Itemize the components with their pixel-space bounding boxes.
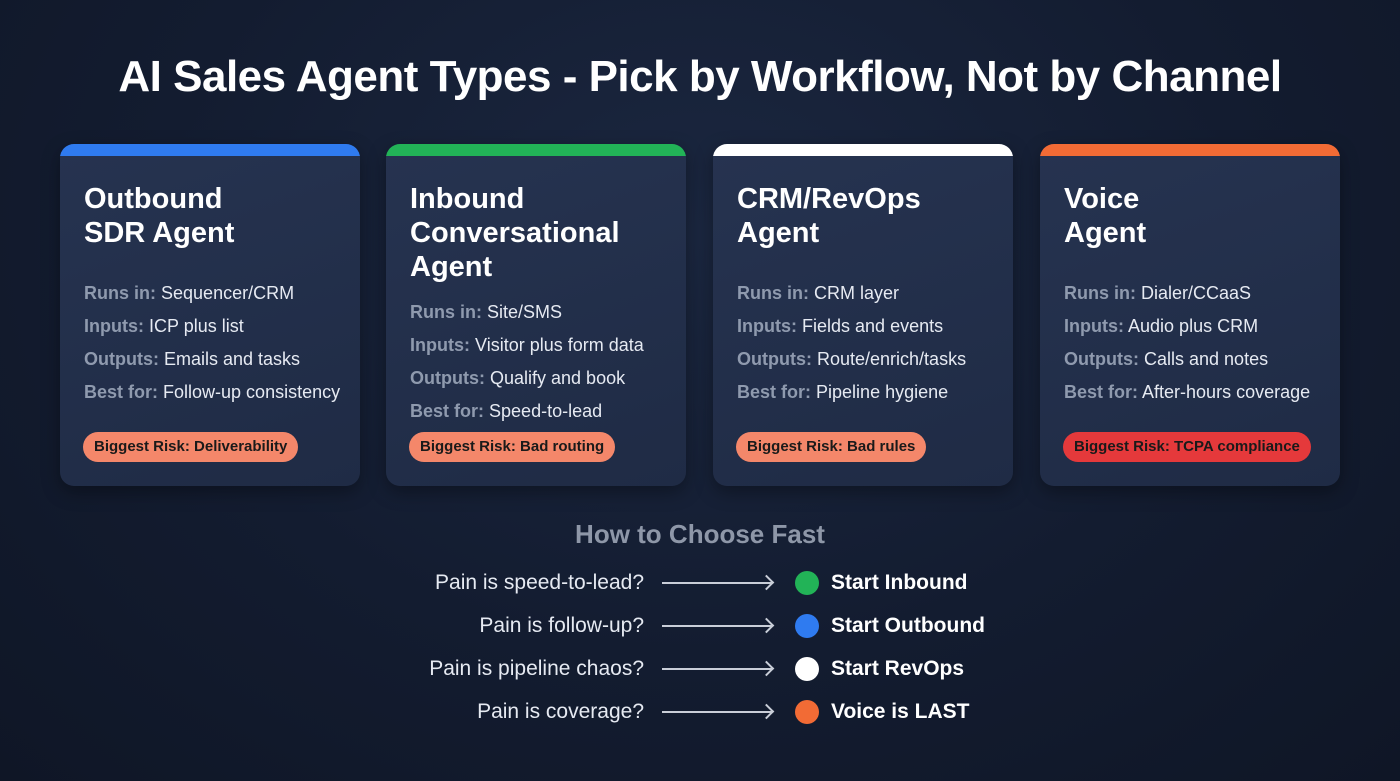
status-dot-icon [795,614,819,638]
recommendation: Start Inbound [831,571,968,594]
status-dot-icon [795,657,819,681]
choose-section-title: How to Choose Fast [575,519,825,549]
recommendation: Voice is LAST [831,700,970,723]
best-for-row: Best for: Pipeline hygiene [737,382,949,402]
accent-bar [1040,144,1340,156]
pain-question: Pain is follow-up? [479,614,644,637]
accent-bar [713,144,1013,156]
outputs-row: Outputs: Emails and tasks [84,349,301,369]
inputs-row: Inputs: ICP plus list [84,316,244,336]
pain-question: Pain is speed-to-lead? [435,571,644,594]
runs-in-row: Runs in: Sequencer/CRM [84,283,295,303]
risk-badge: Biggest Risk: TCPA compliance [1063,432,1311,462]
agent-card-inbound: Inbound Conversational Agent Runs in: Si… [386,144,686,486]
choice-row: Pain is speed-to-lead? Start Inbound [0,568,1400,598]
card-title: Inbound Conversational Agent [410,183,620,283]
page-title: AI Sales Agent Types - Pick by Workflow,… [118,52,1282,101]
status-dot-icon [795,700,819,724]
arrow-right-icon [662,711,772,713]
pain-question: Pain is coverage? [477,700,644,723]
risk-badge: Biggest Risk: Bad rules [736,432,927,462]
status-dot-icon [795,571,819,595]
accent-bar [386,144,686,156]
card-title: Outbound SDR Agent [84,183,235,249]
risk-badge: Biggest Risk: Deliverability [83,432,299,462]
arrow-right-icon [662,625,772,627]
outputs-row: Outputs: Qualify and book [410,368,626,388]
recommendation: Start Outbound [831,614,985,637]
choice-row: Pain is follow-up? Start Outbound [0,611,1400,641]
inputs-row: Inputs: Fields and events [737,316,944,336]
pain-question: Pain is pipeline chaos? [429,657,644,680]
inputs-row: Inputs: Visitor plus form data [410,335,644,355]
card-title: CRM/RevOps Agent [737,183,921,249]
risk-badge: Biggest Risk: Bad routing [409,432,616,462]
choice-row: Pain is coverage? Voice is LAST [0,697,1400,727]
arrow-right-icon [662,668,772,670]
best-for-row: Best for: After-hours coverage [1064,382,1311,402]
runs-in-row: Runs in: CRM layer [737,283,900,303]
agent-card-voice: Voice Agent Runs in: Dialer/CCaaS Inputs… [1040,144,1340,486]
best-for-row: Best for: Speed-to-lead [410,401,603,421]
choice-row: Pain is pipeline chaos? Start RevOps [0,654,1400,684]
runs-in-row: Runs in: Site/SMS [410,302,563,322]
best-for-row: Best for: Follow-up consistency [84,382,341,402]
agent-card-outbound: Outbound SDR Agent Runs in: Sequencer/CR… [60,144,360,486]
outputs-row: Outputs: Calls and notes [1064,349,1269,369]
runs-in-row: Runs in: Dialer/CCaaS [1064,283,1252,303]
inputs-row: Inputs: Audio plus CRM [1064,316,1259,336]
outputs-row: Outputs: Route/enrich/tasks [737,349,967,369]
recommendation: Start RevOps [831,657,965,680]
card-title: Voice Agent [1064,183,1147,249]
arrow-right-icon [662,582,772,584]
agent-card-revops: CRM/RevOps Agent Runs in: CRM layer Inpu… [713,144,1013,486]
accent-bar [60,144,360,156]
